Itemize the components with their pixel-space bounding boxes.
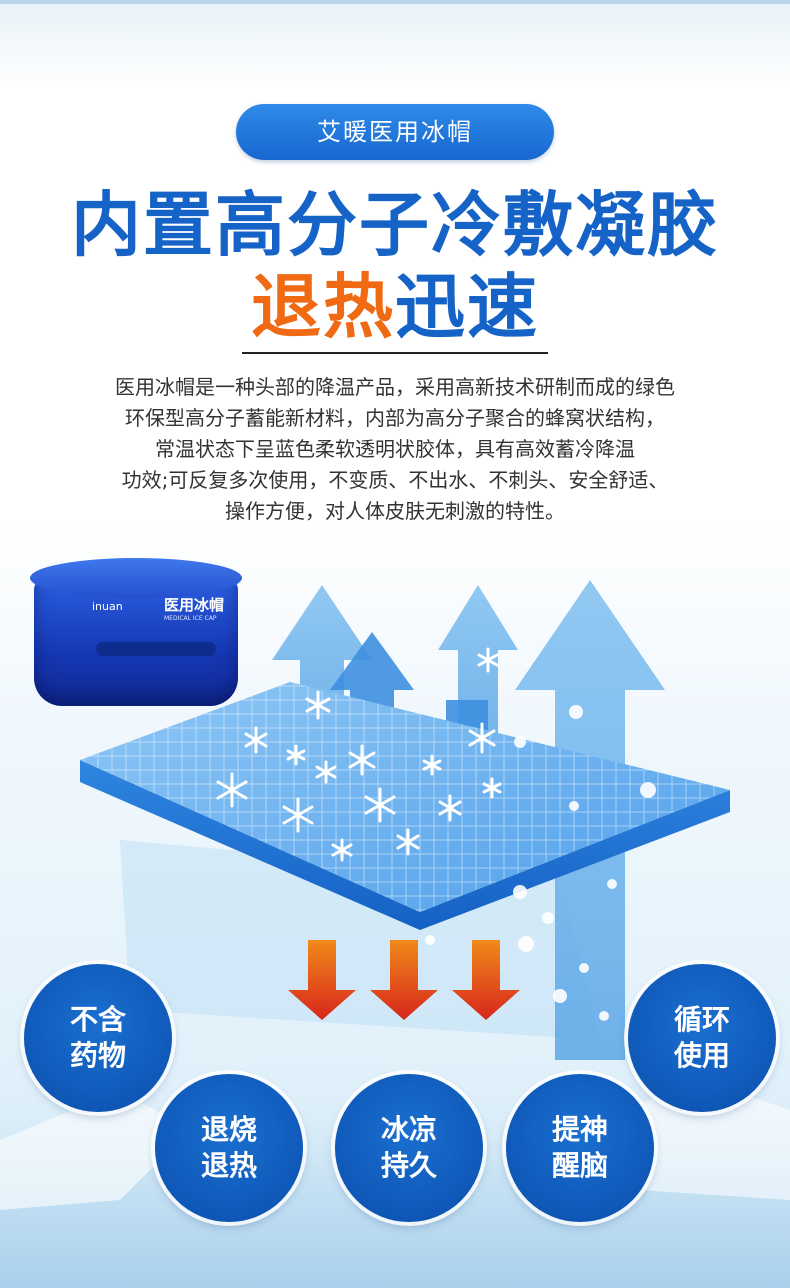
headline-blue-text: 迅速	[395, 266, 539, 348]
snowflake-group	[216, 647, 502, 862]
feature-circle-fever-reduction: 退烧退热	[155, 1074, 303, 1222]
feature-label: 循环使用	[673, 1003, 730, 1072]
gel-slab-grid	[80, 682, 730, 912]
up-arrow-left	[272, 585, 372, 740]
ice-cap-top	[30, 558, 242, 598]
description-line: 功效;可反复多次使用，不变质、不出水、不刺头、安全舒适、	[121, 468, 669, 492]
description-line: 医用冰帽是一种头部的降温产品，采用高新技术研制而成的绿色	[115, 375, 675, 399]
feature-circle-no-drugs: 不含药物	[24, 964, 172, 1112]
description-line: 常温状态下呈蓝色柔软透明状胶体，具有高效蓄冷降温	[155, 437, 635, 461]
headline-orange-text: 退热	[251, 266, 395, 348]
headline-line-2: 退热迅速	[0, 262, 790, 352]
down-arrow-1	[288, 940, 356, 1020]
frost-top-decoration	[0, 0, 790, 90]
ice-cap-product-image: inuan 医用冰帽 MEDICAL ICE CAP	[30, 558, 242, 708]
ice-chunk-left	[0, 1090, 190, 1210]
gel-slab-side	[80, 760, 730, 930]
headline-line-1: 内置高分子冷敷凝胶	[71, 184, 719, 266]
description-line: 环保型高分子蓄能新材料，内部为高分子聚合的蜂窝状结构，	[125, 406, 665, 430]
feature-circle-refreshing: 提神醒脑	[506, 1074, 654, 1222]
ice-cap-zipper	[96, 642, 216, 656]
feature-circle-long-lasting-cool: 冰凉持久	[335, 1074, 483, 1222]
feature-label: 不含药物	[69, 1003, 126, 1072]
feature-label: 冰凉持久	[380, 1113, 437, 1182]
brand-badge: 艾暖医用冰帽	[236, 104, 554, 160]
feature-circle-reusable: 循环使用	[628, 964, 776, 1112]
description-line: 操作方便，对人体皮肤无刺激的特性。	[225, 499, 565, 523]
feature-label: 退烧退热	[200, 1113, 257, 1182]
down-arrow-3	[452, 940, 520, 1020]
product-description: 医用冰帽是一种头部的降温产品，采用高新技术研制而成的绿色 环保型高分子蓄能新材料…	[60, 372, 730, 527]
ice-cap-sublabel: MEDICAL ICE CAP	[164, 615, 217, 622]
ice-cap-label: 医用冰帽	[164, 596, 225, 614]
ice-cap-brand-logo: inuan	[92, 600, 123, 613]
down-arrow-2	[370, 940, 438, 1020]
headline-divider	[242, 352, 548, 354]
feature-label: 提神醒脑	[551, 1113, 608, 1182]
bubble-group	[425, 705, 656, 1021]
